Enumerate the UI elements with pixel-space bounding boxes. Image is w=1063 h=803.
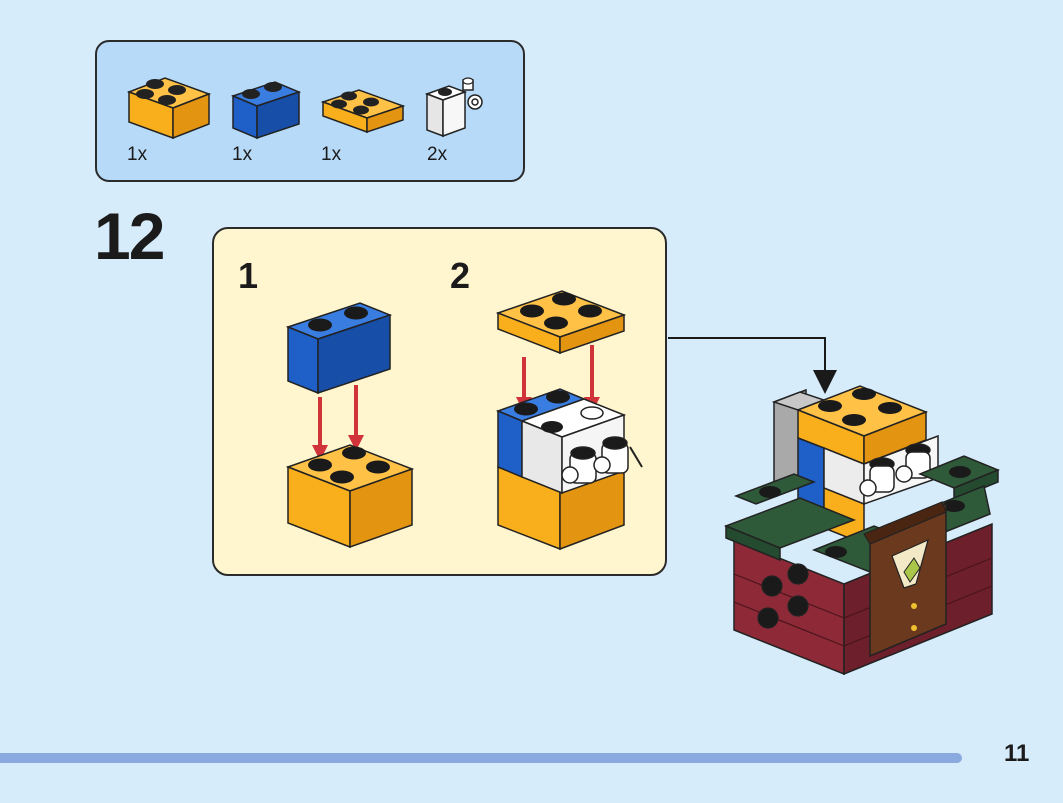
white-brick-clip-icon — [424, 77, 483, 138]
page-number: 11 — [1004, 740, 1030, 767]
substep-2-illustration — [495, 290, 643, 551]
parts-list: 1x 1x 1x 2x — [95, 40, 525, 182]
orange-brick-2x2-icon — [126, 77, 212, 140]
orange-plate-2x2-icon — [320, 89, 406, 134]
sub-assembly-box: 1 2 — [212, 227, 667, 576]
quantity-label: 1x — [321, 144, 342, 165]
quantity-label: 2x — [427, 144, 448, 165]
quantity-label: 1x — [127, 144, 148, 165]
quantity-label: 1x — [232, 144, 253, 165]
substep-1-illustration — [285, 302, 415, 549]
connector-arrow — [668, 337, 837, 394]
main-model-illustration — [723, 385, 1000, 676]
substep-label-2: 2 — [450, 255, 471, 296]
page-progress-bar — [0, 753, 962, 763]
blue-brick-1x2-icon — [230, 81, 302, 140]
substep-label-1: 1 — [238, 255, 259, 296]
step-number: 12 — [94, 199, 165, 273]
